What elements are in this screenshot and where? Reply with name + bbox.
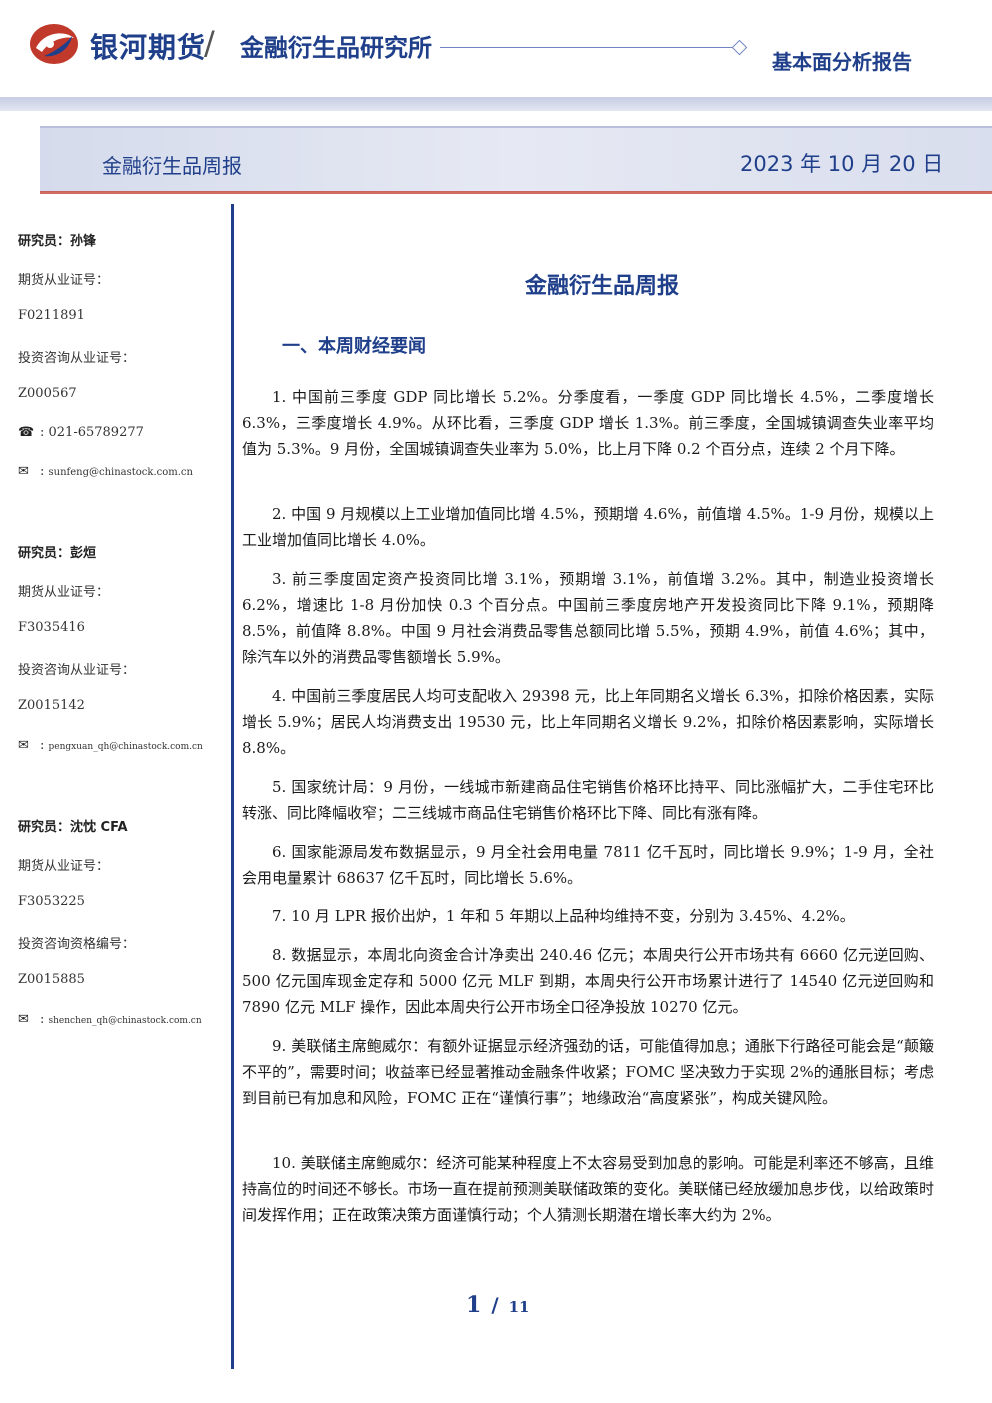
mail-icon: ✉ <box>18 464 29 479</box>
page-current: 1 <box>466 1292 482 1318</box>
page-separator: / <box>491 1293 499 1317</box>
vertical-divider <box>231 204 234 1369</box>
news-paragraph-1: 1. 中国前三季度 GDP 同比增长 5.2%。分季度看，一季度 GDP 同比增… <box>242 388 934 458</box>
license-number: F3053225 <box>18 894 85 909</box>
report-type: 基本面分析报告 <box>772 50 912 74</box>
news-paragraph-4: 4. 中国前三季度居民人均可支配收入 29398 元，比上年同期名义增长 6.3… <box>242 687 934 757</box>
license-number: F0211891 <box>18 308 85 323</box>
news-paragraph-3: 3. 前三季度固定资产投资同比增 3.1%，预期增 3.1%，前值增 3.2%。… <box>242 570 934 666</box>
researcher-name: 研究员：彭烜 <box>18 546 97 561</box>
document-title: 金融衍生品周报 <box>524 274 679 299</box>
license-label: 期货从业证号： <box>18 859 110 874</box>
header-band <box>0 97 992 111</box>
email-link[interactable]: pengxuan_qh@chinastock.com.cn <box>48 742 203 752</box>
report-title: 金融衍生品周报 <box>102 154 242 178</box>
phone-row: ☎: 021-65789277 <box>18 425 144 440</box>
email-row: ✉: sunfeng@chinastock.com.cn <box>18 464 193 479</box>
news-paragraph-5: 5. 国家统计局：9 月份，一线城市新建商品住宅销售价格环比持平、同比涨幅扩大，… <box>242 778 934 822</box>
page-total: 11 <box>508 1298 530 1316</box>
brand-name: 银河期货 <box>90 31 207 64</box>
license-number: F3035416 <box>18 620 85 635</box>
page-header: 银河期货 / 金融衍生品研究所 基本面分析报告 <box>0 0 992 100</box>
diamond-icon <box>731 39 748 56</box>
news-paragraph-8: 8. 数据显示，本周北向资金合计净卖出 240.46 亿元；本周央行公开市场共有… <box>242 946 934 1016</box>
mail-icon: ✉ <box>18 1012 29 1027</box>
mail-icon: ✉ <box>18 738 29 753</box>
consult-number: Z000567 <box>18 386 77 401</box>
header-rule <box>440 47 736 48</box>
researcher-name: 研究员：沈忱 CFA <box>18 820 128 835</box>
phone-icon: ☎ <box>18 425 35 440</box>
news-paragraph-7: 7. 10 月 LPR 报价出炉，1 年和 5 年期以上品种均维持不变，分别为 … <box>272 907 855 925</box>
consult-number: Z0015142 <box>18 698 85 713</box>
report-date: 2023 年 10 月 20 日 <box>740 152 944 176</box>
license-label: 期货从业证号： <box>18 273 110 288</box>
news-paragraph-6: 6. 国家能源局发布数据显示，9 月全社会用电量 7811 亿千瓦时，同比增长 … <box>242 843 934 887</box>
news-paragraph-2: 2. 中国 9 月规模以上工业增加值同比增 4.5%，预期增 4.6%，前值增 … <box>242 505 934 549</box>
consult-number: Z0015885 <box>18 972 85 987</box>
page-indicator: 1 / 11 <box>466 1292 530 1318</box>
email-row: ✉: pengxuan_qh@chinastock.com.cn <box>18 738 203 753</box>
title-bar-top-rule <box>40 126 992 128</box>
researcher-name: 研究员：孙锋 <box>18 234 97 249</box>
institute-name: 金融衍生品研究所 <box>240 34 432 62</box>
email-link[interactable]: sunfeng@chinastock.com.cn <box>48 467 193 478</box>
title-bar-bottom-rule <box>40 191 992 194</box>
title-bar <box>40 126 992 192</box>
consult-label: 投资咨询从业证号： <box>18 351 136 366</box>
news-paragraph-10: 10. 美联储主席鲍威尔：经济可能某种程度上不太容易受到加息的影响。可能是利率还… <box>242 1154 934 1224</box>
brand-slash: / <box>204 24 215 62</box>
phone-number: 021-65789277 <box>48 425 144 440</box>
section-heading: 一、本周财经要闻 <box>282 336 426 357</box>
galaxy-logo-icon <box>30 24 78 64</box>
email-link[interactable]: shenchen_qh@chinastock.com.cn <box>48 1016 202 1026</box>
consult-label: 投资咨询资格编号： <box>18 937 136 952</box>
email-row: ✉: shenchen_qh@chinastock.com.cn <box>18 1012 202 1027</box>
news-paragraph-9: 9. 美联储主席鲍威尔：有额外证据显示经济强劲的话，可能值得加息；通胀下行路径可… <box>242 1037 934 1107</box>
license-label: 期货从业证号： <box>18 585 110 600</box>
consult-label: 投资咨询从业证号： <box>18 663 136 678</box>
